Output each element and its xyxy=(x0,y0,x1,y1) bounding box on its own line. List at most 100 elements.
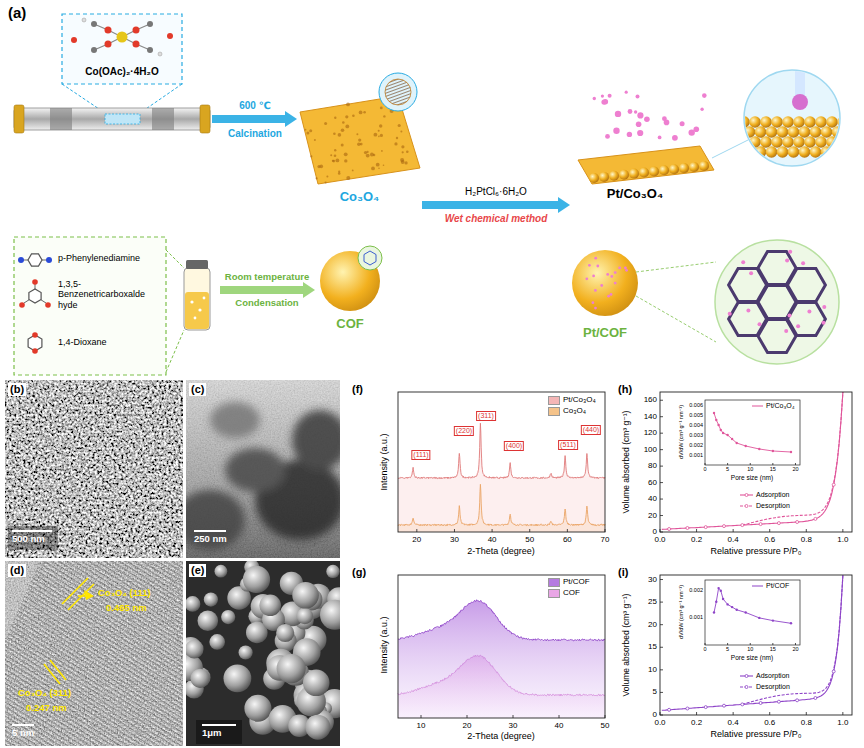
speckle xyxy=(334,117,336,119)
data-marker xyxy=(717,424,719,426)
data-marker xyxy=(686,527,689,530)
pt-particle xyxy=(749,271,753,275)
tick-label: 0.6 xyxy=(764,718,775,727)
node-label: COF xyxy=(315,317,385,332)
tick-label: 0.004 xyxy=(689,422,703,428)
inset-key-line xyxy=(752,586,763,587)
data-marker xyxy=(832,670,835,673)
tick-mark xyxy=(660,692,663,693)
line-part xyxy=(62,578,88,604)
circle-part xyxy=(198,308,201,311)
tick-label: 30 xyxy=(509,721,518,730)
speckle xyxy=(363,111,366,114)
legend-line xyxy=(740,675,753,676)
o-atom xyxy=(32,332,38,338)
oxide-ball xyxy=(669,164,679,174)
sphere-particle xyxy=(320,600,340,630)
speckle xyxy=(346,103,350,107)
sphere-particle xyxy=(277,654,306,683)
oxide-ball xyxy=(679,163,689,173)
data-marker xyxy=(731,606,733,608)
data-marker xyxy=(777,700,780,703)
tick-label: 15 xyxy=(770,466,776,472)
tick-mark xyxy=(605,529,606,532)
circle-part xyxy=(194,317,197,320)
oxide-ball xyxy=(843,146,855,158)
data-marker xyxy=(745,611,747,613)
tick-label: 1.0 xyxy=(837,535,848,544)
tick-mark xyxy=(772,463,773,465)
pt-particle xyxy=(636,122,642,128)
tick-label: 0.002 xyxy=(689,587,703,593)
circle-part xyxy=(71,37,77,43)
oxide-ball xyxy=(843,126,855,138)
plot-frame xyxy=(398,392,605,532)
pt-particle xyxy=(588,264,591,267)
pt-particle xyxy=(594,257,597,260)
speckle xyxy=(371,167,375,171)
oxide-ball xyxy=(804,116,816,128)
tick-mark xyxy=(795,643,796,645)
speckle xyxy=(406,151,409,154)
pt-particle xyxy=(594,289,597,292)
panel-label: (d) xyxy=(8,564,26,577)
data-marker xyxy=(790,451,792,453)
legend-text: Desorption xyxy=(756,683,790,691)
oxide-ball xyxy=(589,173,599,183)
legend-text: Adsorption xyxy=(756,491,789,499)
oxide-ball xyxy=(749,116,761,128)
data-marker xyxy=(796,699,799,702)
oxide-ball xyxy=(766,126,778,138)
tick-mark xyxy=(842,712,843,715)
tick-label: 40 xyxy=(488,535,497,544)
tick-mark xyxy=(696,712,697,715)
legend-line-sample xyxy=(740,673,753,679)
sphere-particle xyxy=(215,565,228,578)
legend-text: COF xyxy=(563,589,580,598)
data-marker xyxy=(758,448,760,450)
circle-part xyxy=(105,41,112,48)
pt-particle xyxy=(607,295,610,298)
legend-marker xyxy=(745,685,748,688)
tick-label: 100 xyxy=(644,445,657,454)
speckle xyxy=(334,154,337,157)
legend-line-sample xyxy=(740,492,753,498)
tick-mark xyxy=(605,715,606,718)
legend-marker xyxy=(745,493,748,496)
tick-label: 20 xyxy=(412,535,421,544)
pt-particle xyxy=(618,267,621,270)
oxide-ball xyxy=(760,136,772,148)
data-marker xyxy=(715,419,717,421)
tick-label: 5 xyxy=(726,466,729,472)
oxide-ball xyxy=(766,146,778,158)
tick-label: 20 xyxy=(648,511,657,520)
sem-image-e xyxy=(186,561,340,746)
rect-part xyxy=(152,108,174,130)
speckle xyxy=(336,159,340,163)
node-label: Pt/COF xyxy=(565,326,645,341)
step-condition: 600 ℃ xyxy=(239,100,271,112)
tick-mark xyxy=(529,529,530,532)
tick-mark xyxy=(772,643,773,645)
reagent-label: H₂PtCl₆·6H₂O xyxy=(465,186,527,198)
o-atom xyxy=(32,348,38,354)
polygon-part xyxy=(5,561,183,746)
data-marker xyxy=(731,438,733,440)
tick-label: 0.2 xyxy=(691,718,702,727)
peak-label: (511) xyxy=(558,440,578,450)
pt-particle xyxy=(614,282,617,285)
oxide-ball xyxy=(810,126,822,138)
tick-label: 0.005 xyxy=(689,412,703,418)
tick-label: 0 xyxy=(653,710,657,719)
oxide-ball xyxy=(799,146,811,158)
pt-particle xyxy=(758,322,762,326)
plot-frame xyxy=(660,392,852,532)
pt-particle xyxy=(610,293,613,296)
speckle xyxy=(332,160,334,162)
axis-title: dV/dW (cm³ g⁻¹ nm⁻¹) xyxy=(678,405,684,459)
speckle xyxy=(398,124,401,127)
rect-part xyxy=(200,105,210,133)
